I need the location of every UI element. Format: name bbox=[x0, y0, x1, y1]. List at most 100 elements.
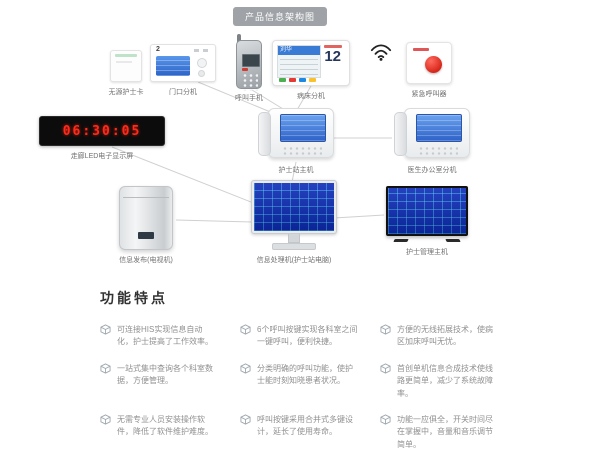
call-phone-body bbox=[236, 34, 262, 91]
feature-text: 首创单机信息合成技术使线路更简单，减少了系统故障率。 bbox=[397, 363, 493, 398]
feature-item: 一站式集中查询各个科室数据，方便管理。 bbox=[100, 363, 218, 400]
feature-text: 可连接HIS实现信息自动化，护士提高了工作效率。 bbox=[117, 325, 213, 347]
nurse-station-host-body bbox=[258, 108, 334, 160]
door-extension-call-button bbox=[197, 58, 207, 68]
tv-screen bbox=[388, 188, 466, 234]
led-time: 06:30:05 bbox=[62, 123, 142, 139]
connector-lines bbox=[111, 81, 392, 223]
emergency-button-body bbox=[406, 42, 452, 84]
cube-icon bbox=[380, 324, 391, 339]
status-icon bbox=[194, 49, 199, 52]
door-extension-screen bbox=[156, 56, 190, 76]
host-screen bbox=[416, 114, 462, 142]
host-screen bbox=[280, 114, 326, 142]
cube-icon bbox=[100, 414, 111, 429]
feature-item: 方便的无线拓展技术，使病区加床呼叫无忧。 bbox=[380, 324, 498, 349]
door-extension-body: 2 bbox=[150, 44, 216, 82]
feature-item: 首创单机信息合成技术使线路更简单，减少了系统故障率。 bbox=[380, 363, 498, 400]
brand-logo bbox=[138, 232, 154, 239]
device-label: 信息处理机(护士站电脑) bbox=[256, 257, 332, 264]
cube-icon bbox=[240, 363, 251, 378]
architecture-diagram: 无源护士卡 2 门口分机 呼叫手机 刘华 bbox=[36, 34, 474, 265]
bed-number: 12 bbox=[324, 48, 341, 65]
monitor-screen bbox=[254, 183, 334, 231]
device-label: 无源护士卡 bbox=[108, 89, 144, 96]
feature-text: 功能一应俱全，开关时间尽在掌握中，音量和音乐调节简单。 bbox=[397, 414, 493, 449]
host-keypad bbox=[418, 146, 458, 155]
cube-icon bbox=[100, 324, 111, 339]
status-icon bbox=[203, 49, 208, 52]
device-label: 呼叫手机 bbox=[235, 95, 263, 102]
yellow-button bbox=[309, 78, 316, 82]
features-section: 功能特点 可连接HIS实现信息自动化，护士提高了工作效率。 一站式集中查询各个科… bbox=[100, 288, 530, 451]
features-title: 功能特点 bbox=[100, 290, 168, 306]
feature-item: 分类明确的呼叫功能，使护士能时刻知晓患者状况。 bbox=[240, 363, 358, 400]
call-phone-keypad bbox=[242, 73, 258, 91]
patient-name: 刘华 bbox=[278, 46, 320, 55]
alert-text bbox=[324, 45, 342, 48]
management-tv bbox=[386, 186, 468, 242]
feature-text: 呼叫按键采用合并式多键设计，延长了使用寿命。 bbox=[257, 414, 353, 437]
emergency-red-button bbox=[425, 56, 442, 73]
door-extension-number: 2 bbox=[156, 46, 160, 53]
phone-handset bbox=[258, 112, 271, 156]
feature-text: 6个呼叫按键实现各科室之间一键呼叫，便利快捷。 bbox=[257, 325, 358, 347]
tv-foot bbox=[393, 239, 409, 242]
nurse-card-indicator bbox=[115, 54, 137, 57]
monitor-base bbox=[272, 243, 316, 250]
led-display-panel: 06:30:05 bbox=[39, 116, 165, 146]
phone-handset bbox=[394, 112, 407, 156]
feature-item: 呼叫按键采用合并式多键设计，延长了使用寿命。 bbox=[240, 414, 358, 451]
device-nurse-management-host: 护士管理主机 bbox=[382, 186, 472, 257]
device-label: 门口分机 bbox=[169, 89, 197, 96]
device-label: 紧急呼叫器 bbox=[411, 91, 447, 98]
nurse-station-computer bbox=[251, 180, 337, 250]
tv-frame bbox=[386, 186, 468, 236]
device-nurse-card: 无源护士卡 bbox=[96, 50, 156, 97]
device-label: 医生办公室分机 bbox=[407, 167, 457, 174]
cube-icon bbox=[100, 363, 111, 378]
doctor-office-extension-body bbox=[394, 108, 470, 160]
door-extension-button bbox=[198, 70, 205, 77]
red-button bbox=[289, 78, 296, 82]
green-button bbox=[279, 78, 286, 82]
device-label: 走廊LED电子显示屏 bbox=[70, 153, 134, 160]
device-doctor-office-extension: 医生办公室分机 bbox=[390, 108, 474, 175]
diagram-title-badge: 产品信息架构图 bbox=[232, 7, 328, 26]
feature-text: 方便的无线拓展技术，使病区加床呼叫无忧。 bbox=[397, 325, 493, 347]
feature-item: 可连接HIS实现信息自动化，护士提高了工作效率。 bbox=[100, 324, 218, 349]
tv-foot bbox=[445, 239, 461, 242]
feature-text: 分类明确的呼叫功能，使护士能时刻知晓患者状况。 bbox=[257, 363, 353, 386]
call-phone-red-key bbox=[242, 68, 248, 71]
features-grid: 可连接HIS实现信息自动化，护士提高了工作效率。 一站式集中查询各个科室数据，方… bbox=[100, 324, 530, 451]
feature-item: 无需专业人员安装操作软件，降低了软件维护难度。 bbox=[100, 414, 218, 451]
feature-item: 功能一应俱全，开关时间尽在掌握中，音量和音乐调节简单。 bbox=[380, 414, 498, 451]
device-info-processor: 信息处理机(护士站电脑) bbox=[246, 180, 342, 265]
bed-extension-buttons bbox=[279, 78, 316, 82]
bed-extension-screen: 刘华 bbox=[277, 45, 321, 78]
device-emergency-button: 紧急呼叫器 bbox=[400, 42, 458, 99]
device-door-extension: 2 门口分机 bbox=[146, 44, 220, 97]
device-info-publish-box: 信息发布(电视机) bbox=[112, 186, 180, 265]
device-nurse-station-host: 护士站主机 bbox=[256, 108, 336, 175]
emergency-label-text bbox=[413, 48, 429, 51]
device-label: 病床分机 bbox=[297, 93, 325, 100]
nurse-card-body bbox=[110, 50, 142, 82]
screen-text-lines bbox=[280, 58, 318, 75]
nurse-card-slot bbox=[116, 61, 132, 63]
cube-icon bbox=[380, 414, 391, 429]
wifi-icon bbox=[370, 42, 392, 67]
device-label: 信息发布(电视机) bbox=[119, 257, 173, 264]
info-publish-tower bbox=[119, 186, 173, 250]
cube-icon bbox=[240, 414, 251, 429]
device-led-display: 06:30:05 走廊LED电子显示屏 bbox=[36, 116, 168, 161]
blue-button bbox=[299, 78, 306, 82]
device-bed-extension: 刘华 12 病床分机 bbox=[272, 40, 350, 101]
call-phone-screen bbox=[242, 54, 260, 67]
device-call-phone: 呼叫手机 bbox=[226, 34, 272, 103]
device-label: 护士站主机 bbox=[278, 167, 314, 174]
feature-text: 一站式集中查询各个科室数据，方便管理。 bbox=[117, 363, 213, 386]
bed-extension-body: 刘华 12 bbox=[272, 40, 350, 86]
handset-body bbox=[236, 40, 262, 91]
feature-item: 6个呼叫按键实现各科室之间一键呼叫，便利快捷。 bbox=[240, 324, 358, 349]
